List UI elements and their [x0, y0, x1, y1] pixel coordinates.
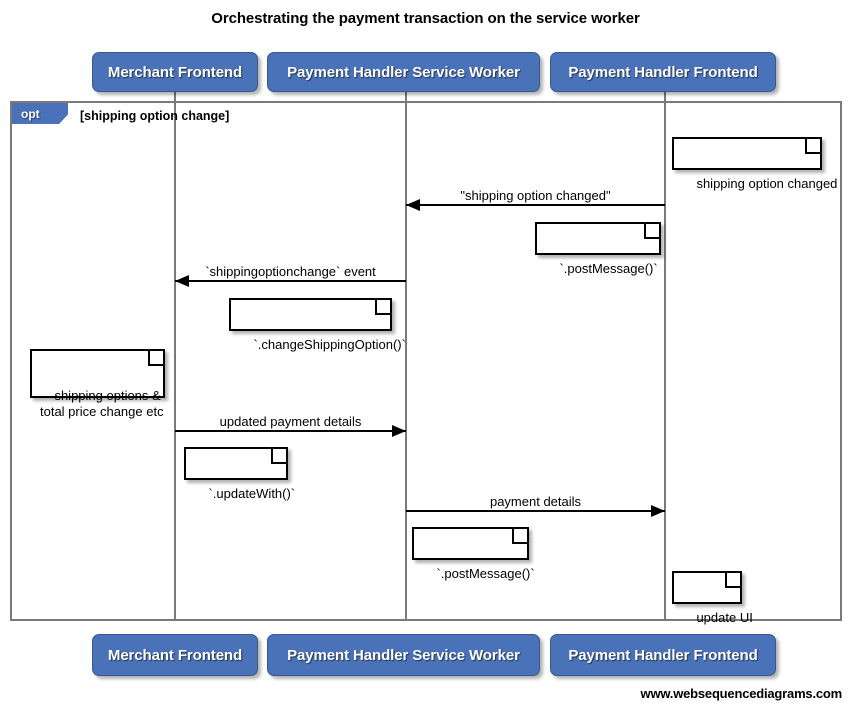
- note-text: `.postMessage()`: [559, 261, 658, 276]
- participant-merchant-frontend-bottom[interactable]: Merchant Frontend: [92, 634, 258, 676]
- note-fold-corner: [644, 222, 661, 239]
- message-label-payment-details: payment details: [489, 494, 582, 509]
- participant-label: Payment Handler Frontend: [568, 646, 758, 664]
- participant-label: Payment Handler Frontend: [568, 63, 758, 81]
- note-shipping-option-changed: shipping option changed: [672, 137, 837, 191]
- message-line-shippingoptionchange-event: [175, 280, 406, 282]
- participant-label: Merchant Frontend: [107, 646, 243, 664]
- page-title: Orchestrating the payment transaction on…: [211, 10, 640, 27]
- note-fold-corner: [725, 571, 742, 588]
- message-arrowhead-shippingoptionchange-event: [175, 275, 189, 287]
- note-text: shipping option changed: [696, 176, 838, 191]
- note-change-shipping-option: `.changeShippingOption()`: [229, 298, 406, 352]
- participant-payment-handler-service-worker-bottom[interactable]: Payment Handler Service Worker: [267, 634, 540, 676]
- message-arrowhead-updated-payment-details: [392, 425, 406, 437]
- message-label-shippingoptionchange-event: `shippingoptionchange` event: [205, 264, 376, 279]
- note-text: `.changeShippingOption()`: [253, 337, 406, 352]
- note-text: `.postMessage()`: [436, 566, 535, 581]
- note-text: `.updateWith()`: [208, 486, 296, 501]
- note-fold-corner: [271, 447, 288, 464]
- note-text: shipping options & total price change et…: [40, 388, 164, 419]
- note-shipping-options-total-price: shipping options & total price change et…: [30, 349, 165, 419]
- message-line-updated-payment-details: [175, 430, 406, 432]
- note-fold-corner: [375, 298, 392, 315]
- watermark-link[interactable]: www.websequencediagrams.com: [640, 686, 843, 701]
- participant-merchant-frontend-top[interactable]: Merchant Frontend: [92, 52, 258, 92]
- participant-payment-handler-frontend-top[interactable]: Payment Handler Frontend: [550, 52, 776, 92]
- note-text: update UI: [696, 610, 753, 625]
- note-post-message-2: `.postMessage()`: [412, 527, 535, 581]
- participant-payment-handler-frontend-bottom[interactable]: Payment Handler Frontend: [550, 634, 776, 676]
- note-post-message-1: `.postMessage()`: [535, 222, 661, 276]
- participant-label: Payment Handler Service Worker: [287, 63, 520, 81]
- message-arrowhead-payment-details: [651, 505, 665, 517]
- fragment-opt: [10, 101, 842, 621]
- lifeline-payment-handler-frontend: [664, 92, 666, 621]
- message-label-shipping-option-changed: "shipping option changed": [460, 188, 611, 203]
- message-label-updated-payment-details: updated payment details: [219, 414, 362, 429]
- note-update-with: `.updateWith()`: [184, 447, 295, 501]
- participant-label: Payment Handler Service Worker: [287, 646, 520, 664]
- fragment-opt-tab: opt: [12, 103, 68, 124]
- fragment-condition-label: [shipping option change]: [80, 109, 230, 123]
- participant-payment-handler-service-worker-top[interactable]: Payment Handler Service Worker: [267, 52, 540, 92]
- fragment-kind-label: opt: [21, 106, 40, 121]
- lifeline-merchant-frontend: [174, 92, 176, 621]
- message-line-payment-details: [406, 510, 665, 512]
- note-fold-corner: [512, 527, 529, 544]
- note-fold-corner: [805, 137, 822, 154]
- lifeline-payment-handler-service-worker: [405, 92, 407, 621]
- note-update-ui: update UI: [672, 571, 753, 625]
- message-line-shipping-option-changed: [406, 204, 665, 206]
- message-arrowhead-shipping-option-changed: [406, 199, 420, 211]
- participant-label: Merchant Frontend: [107, 63, 243, 81]
- note-fold-corner: [148, 349, 165, 366]
